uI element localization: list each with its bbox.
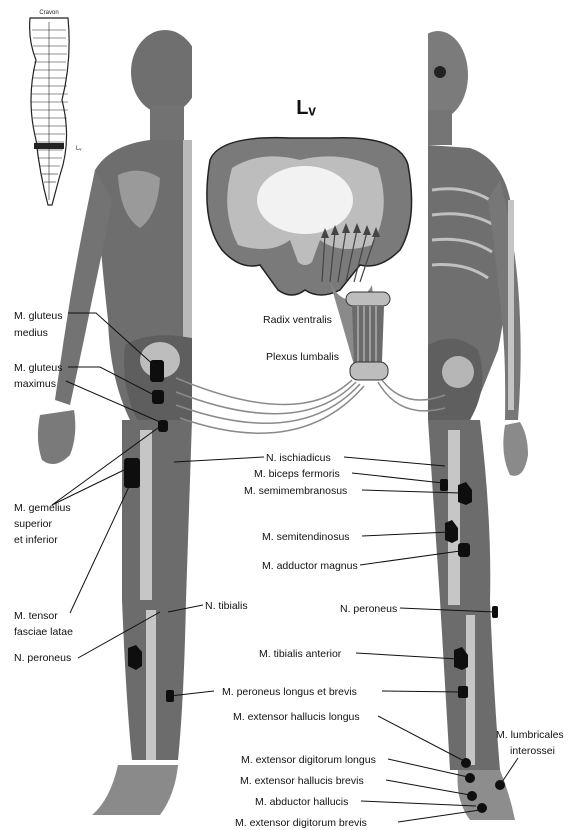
segment-key-top-label: Cravon [39,10,58,16]
segment-key-marker: Lᵥ [76,146,81,152]
label-radix-ventralis: Radix ventralis [263,314,332,326]
segment-key [30,18,70,205]
label-m-tensor-2: fasciae latae [14,626,73,638]
label-m-tensor-1: M. tensor [14,610,58,622]
label-m-lumbricales: M. lumbricales [496,729,564,741]
label-n-ischiadicus: N. ischiadicus [266,452,331,464]
label-m-gemelius-1: M. gemelius [14,502,71,514]
label-m-gemelius-3: et inferior [14,534,58,546]
label-plexus-lumbalis: Plexus lumbalis [266,351,339,363]
label-m-adductor-magnus: M. adductor magnus [262,560,358,572]
label-n-tibialis: N. tibialis [205,600,248,612]
label-interossei: interossei [510,745,555,757]
label-m-gemelius-2: superior [14,518,52,530]
segment-title: Lᵥ [296,97,316,119]
label-m-semimembranosus: M. semimembranosus [244,485,347,497]
label-n-peroneus-right: N. peroneus [340,603,397,615]
label-m-gluteus-medius-2: medius [14,327,48,339]
label-m-peroneus-longus: M. peroneus longus et brevis [222,686,357,698]
label-m-gluteus-maximus-2: maximus [14,378,56,390]
label-m-ext-hallucis-longus: M. extensor hallucis longus [233,711,360,723]
label-m-gluteus-medius-1: M. gluteus [14,310,62,322]
label-m-biceps-fermoris: M. biceps fermoris [254,468,340,480]
label-n-peroneus-left: N. peroneus [14,652,71,664]
right-labels: N. ischiadicus M. biceps fermoris M. sem… [205,452,564,829]
label-m-ext-digitorum-longus: M. extensor digitorum longus [241,754,376,766]
label-m-ext-digitorum-brevis: M. extensor digitorum brevis [235,817,367,829]
label-m-semitendinosus: M. semitendinosus [262,531,350,543]
label-m-gluteus-maximus-1: M. gluteus [14,362,62,374]
label-m-ext-hallucis-brevis: M. extensor hallucis brevis [240,775,364,787]
label-m-tibialis-anterior: M. tibialis anterior [259,648,342,660]
label-m-abductor-hallucis: M. abductor hallucis [255,796,348,808]
